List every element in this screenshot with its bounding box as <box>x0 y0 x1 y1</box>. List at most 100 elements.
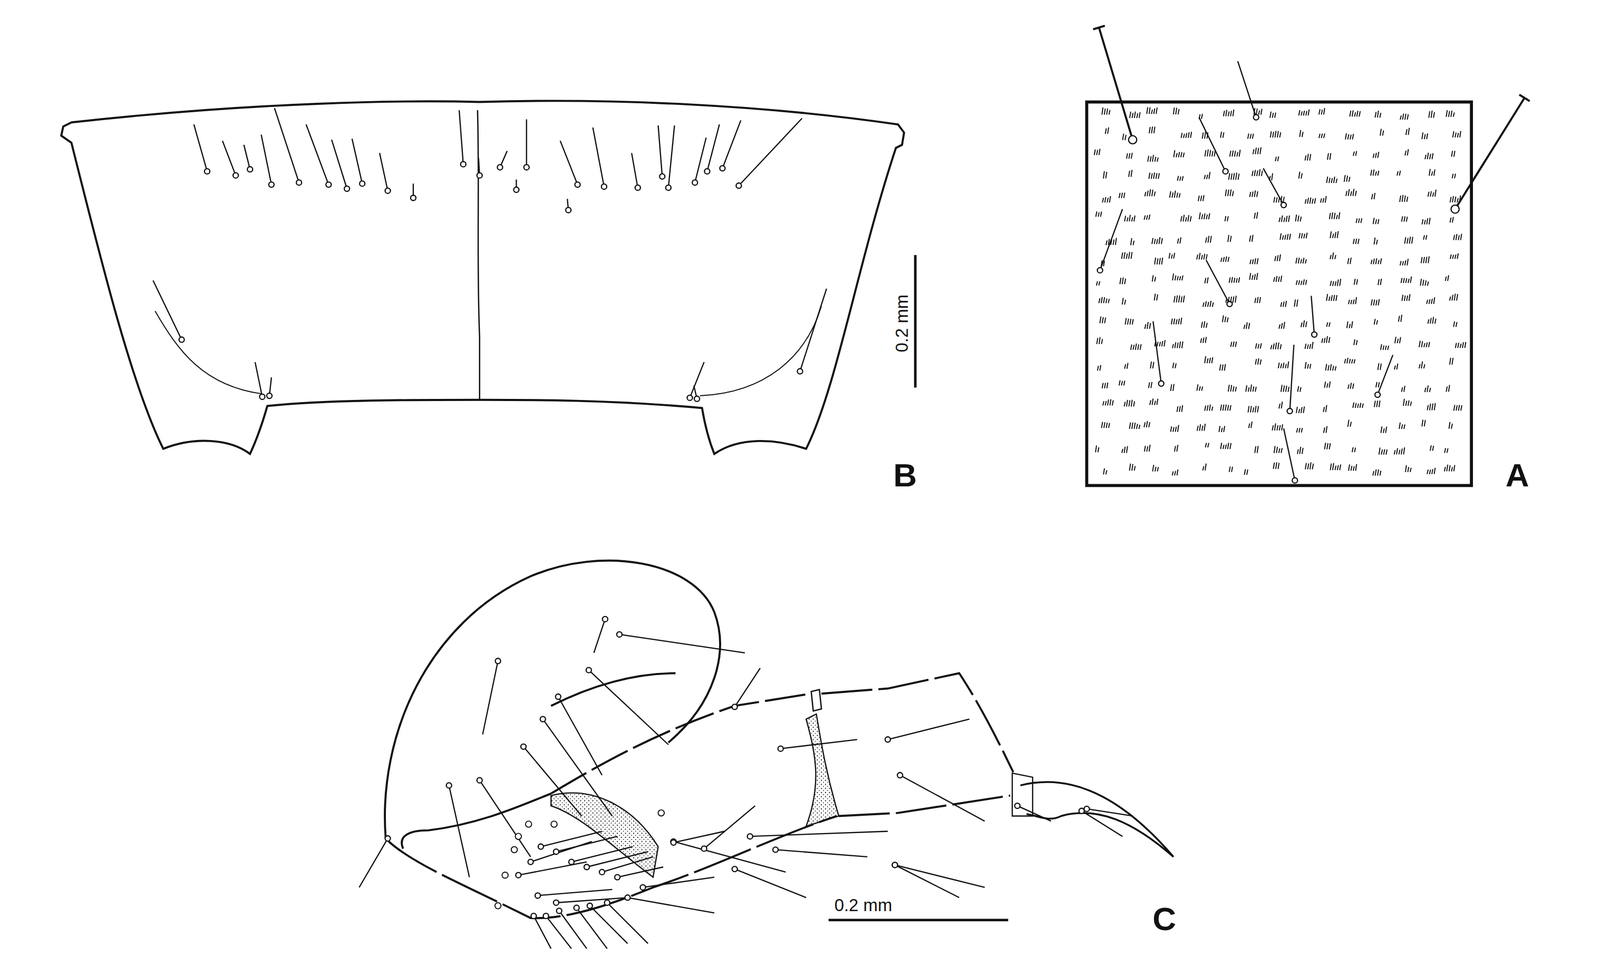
seta <box>602 857 654 873</box>
seta-socket <box>384 836 391 842</box>
seta-socket <box>344 186 350 192</box>
seta <box>1152 321 1161 384</box>
seta-tip <box>1519 94 1530 102</box>
seta-socket <box>233 172 239 179</box>
seta-tip <box>1093 25 1105 30</box>
seta <box>274 108 299 183</box>
seta-socket <box>565 207 571 213</box>
seta-socket <box>359 180 365 187</box>
seta <box>895 865 985 888</box>
seta-socket <box>477 778 483 784</box>
seta <box>1290 344 1295 412</box>
plate-outline <box>61 100 905 454</box>
seta-socket <box>732 866 738 872</box>
seta <box>657 125 663 177</box>
seta-socket <box>497 164 503 170</box>
seta-socket <box>1292 478 1298 484</box>
inner-line <box>550 673 676 706</box>
seta-socket <box>574 905 580 911</box>
seta <box>255 362 263 397</box>
seta <box>589 906 628 945</box>
pore <box>550 821 558 828</box>
seta <box>1081 811 1123 837</box>
seta-socket <box>268 181 275 188</box>
seta-socket <box>524 164 530 170</box>
claw <box>1020 782 1174 858</box>
seta <box>1263 168 1284 206</box>
seta <box>546 916 572 949</box>
seta-socket <box>599 869 605 876</box>
pore <box>515 833 522 840</box>
seta <box>694 137 706 183</box>
seta <box>734 668 761 708</box>
microtrichia <box>1094 107 1467 476</box>
sternite-drawing <box>61 100 916 454</box>
seta <box>887 719 970 741</box>
seta <box>1198 117 1226 172</box>
seta <box>558 696 603 776</box>
seta-socket <box>495 658 501 664</box>
seta-socket <box>575 181 581 188</box>
seta-socket <box>460 161 467 168</box>
seta-socket <box>553 849 559 855</box>
seta-socket <box>701 846 707 852</box>
seta-socket <box>772 847 779 853</box>
seta <box>642 877 714 888</box>
seta-socket <box>1287 408 1293 414</box>
seta-socket <box>719 165 725 171</box>
seta-socket <box>204 168 210 174</box>
seta-socket <box>325 181 332 188</box>
seta-socket <box>535 893 541 899</box>
seta <box>673 831 725 843</box>
seta-socket <box>1223 168 1229 174</box>
femur-outline <box>385 816 838 919</box>
scale-label: 0.2 mm <box>834 897 893 915</box>
seta <box>459 110 464 165</box>
seta-socket <box>885 737 891 743</box>
seta <box>780 739 858 749</box>
scale-label: 0.2 mm <box>893 294 911 353</box>
seta <box>571 847 633 863</box>
seta-socket <box>1128 135 1137 144</box>
seta <box>1283 428 1295 481</box>
seta-socket <box>584 864 590 870</box>
seta-socket <box>797 369 803 375</box>
seta-socket <box>732 704 738 710</box>
seta-socket <box>179 337 185 343</box>
seta <box>734 869 807 898</box>
seta <box>523 747 582 817</box>
midline <box>477 110 480 401</box>
seta-socket <box>568 859 575 866</box>
seta <box>540 831 603 848</box>
seta-socket <box>704 168 710 174</box>
seta <box>1311 295 1315 335</box>
seta <box>722 120 741 169</box>
seta-socket <box>694 396 700 402</box>
seta-socket <box>543 913 549 919</box>
pore <box>495 903 502 910</box>
seta-socket <box>1097 267 1103 274</box>
seta-socket <box>891 862 898 868</box>
microtrichia <box>1094 107 1467 476</box>
seta-socket <box>735 182 742 189</box>
seta-socket <box>616 632 623 638</box>
seta-socket <box>556 908 562 914</box>
seta-socket <box>747 834 753 840</box>
seta <box>449 785 470 878</box>
seta-socket <box>624 895 630 901</box>
seta-socket <box>614 875 620 881</box>
detail-frame <box>1086 102 1472 487</box>
seta <box>222 140 236 176</box>
leg-drawing <box>384 560 1174 921</box>
seta <box>194 124 208 172</box>
seta-socket <box>778 746 784 752</box>
seta-socket <box>635 185 641 191</box>
seta <box>556 836 618 852</box>
seta <box>537 889 613 897</box>
seta-socket <box>587 903 593 909</box>
seta-socket <box>1311 332 1317 338</box>
seta-socket <box>1450 205 1459 213</box>
seta <box>800 288 827 372</box>
